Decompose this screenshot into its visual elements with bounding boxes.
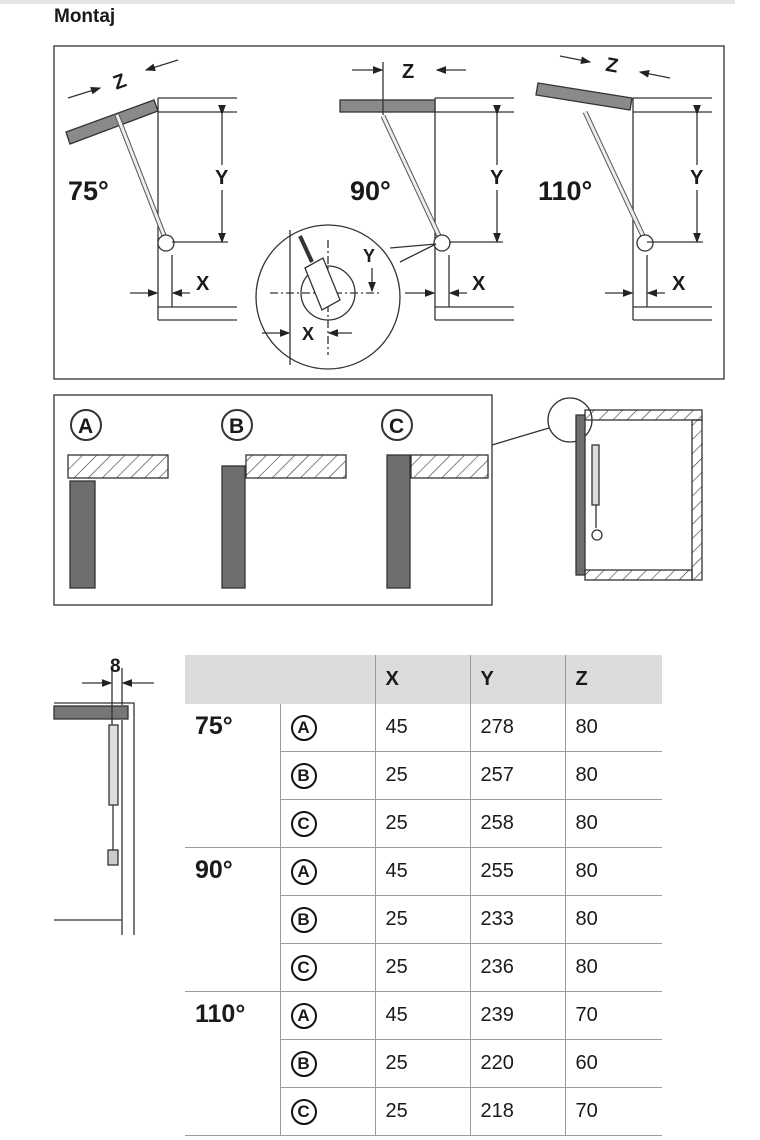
variant-badge: C	[290, 954, 317, 981]
svg-text:C: C	[389, 415, 404, 438]
value-y: 233	[469, 895, 565, 944]
diagram-75	[65, 59, 237, 321]
svg-text:Y: Y	[215, 167, 229, 189]
variant-badge: B	[290, 762, 317, 789]
variant-badge: B	[290, 906, 317, 933]
top-bar	[0, 0, 735, 4]
svg-text:B: B	[229, 415, 244, 438]
svg-text:110°: 110°	[538, 176, 592, 206]
value-y: 257	[469, 751, 565, 800]
variant-badge: A	[290, 1002, 317, 1029]
value-x: 25	[374, 895, 470, 944]
angle-cell: 75°	[185, 704, 280, 848]
header-z: Z	[564, 655, 662, 704]
svg-text:Y: Y	[490, 167, 504, 189]
variant-cell: B	[279, 1039, 375, 1088]
value-z: 70	[564, 991, 662, 1040]
variant-cell: B	[279, 895, 375, 944]
value-x: 25	[374, 751, 470, 800]
value-y: 278	[469, 704, 565, 752]
svg-text:90°: 90°	[350, 176, 391, 206]
value-y: 239	[469, 991, 565, 1040]
value-z: 80	[564, 895, 662, 944]
table-header-row: X Y Z	[185, 655, 662, 704]
svg-text:X: X	[472, 273, 486, 295]
variant-cell: C	[279, 1087, 375, 1136]
variant-cell: C	[279, 799, 375, 848]
value-z: 60	[564, 1039, 662, 1088]
value-x: 25	[374, 1087, 470, 1136]
variants-panel	[53, 394, 703, 606]
variant-badge: C	[290, 810, 317, 837]
value-z: 80	[564, 704, 662, 752]
variant-labels: A B C	[78, 415, 404, 438]
variant-cell: A	[279, 704, 375, 752]
variant-cell: A	[279, 847, 375, 896]
value-z: 80	[564, 847, 662, 896]
diagram-90	[255, 62, 514, 370]
value-x: 45	[374, 847, 470, 896]
header-blank	[185, 655, 375, 704]
header-x: X	[374, 655, 470, 704]
value-z: 70	[564, 1087, 662, 1136]
svg-text:Y: Y	[690, 167, 704, 189]
value-x: 25	[374, 799, 470, 848]
value-y: 258	[469, 799, 565, 848]
svg-text:Y: Y	[363, 246, 375, 266]
value-x: 25	[374, 1039, 470, 1088]
value-z: 80	[564, 751, 662, 800]
variant-badge: C	[290, 1098, 317, 1125]
value-y: 220	[469, 1039, 565, 1088]
value-x: 45	[374, 991, 470, 1040]
angle-cell: 110°	[185, 991, 280, 1136]
svg-text:Z: Z	[604, 54, 620, 78]
svg-text:X: X	[302, 324, 314, 344]
variant-cell: C	[279, 943, 375, 992]
angle-diagrams-panel	[53, 45, 725, 380]
variant-badge: A	[290, 714, 317, 741]
variant-badge: A	[290, 858, 317, 885]
value-z: 80	[564, 799, 662, 848]
variant-cell: B	[279, 751, 375, 800]
svg-text:75°: 75°	[68, 176, 109, 206]
page-title: Montaj	[54, 6, 116, 27]
value-y: 218	[469, 1087, 565, 1136]
variant-badge: B	[290, 1050, 317, 1077]
svg-text:X: X	[196, 273, 210, 295]
svg-text:Z: Z	[110, 70, 129, 95]
side-diagram: 8	[53, 656, 154, 935]
variant-cell: A	[279, 991, 375, 1040]
angle-cell: 90°	[185, 847, 280, 992]
value-x: 45	[374, 704, 470, 752]
value-y: 236	[469, 943, 565, 992]
svg-text:Z: Z	[402, 61, 414, 83]
header-y: Y	[469, 655, 565, 704]
svg-text:A: A	[78, 415, 93, 438]
diagram-110	[535, 55, 712, 321]
svg-text:8: 8	[110, 656, 121, 677]
svg-text:X: X	[672, 273, 686, 295]
value-z: 80	[564, 943, 662, 992]
value-x: 25	[374, 943, 470, 992]
value-y: 255	[469, 847, 565, 896]
